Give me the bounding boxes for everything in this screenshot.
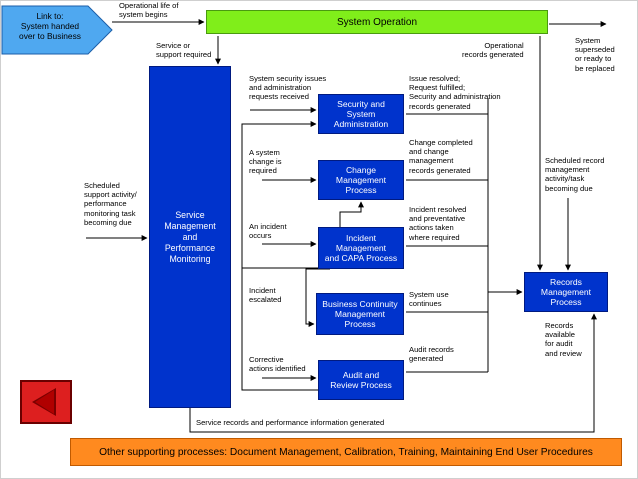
incident-management-box[interactable]: Incident Management and CAPA Process: [318, 227, 404, 269]
change-completed-label: Change completed and change management r…: [409, 138, 473, 175]
incident-resolved-label: Incident resolved and preventative actio…: [409, 205, 467, 242]
service-records-label: Service records and performance informat…: [196, 418, 385, 427]
security-admin-box[interactable]: Security and System Administration: [318, 94, 404, 134]
change-management-box[interactable]: Change Management Process: [318, 160, 404, 200]
corrective-actions-label: Corrective actions identified: [249, 355, 306, 374]
records-available-label: Records available for audit and review: [545, 321, 582, 358]
scheduled-support-label: Scheduled support activity/ performance …: [84, 181, 137, 227]
incident-escalated-label: Incident escalated: [249, 286, 282, 305]
system-operation-box[interactable]: System Operation: [206, 10, 548, 34]
lifecycle-label: Operational life of system begins: [119, 1, 179, 20]
supporting-processes-footer: Other supporting processes: Document Man…: [70, 438, 622, 466]
system-change-label: A system change is required: [249, 148, 282, 176]
scheduled-record-label: Scheduled record management activity/tas…: [545, 156, 605, 193]
superseded-label: System superseded or ready to be replace…: [575, 36, 615, 73]
security-issues-label: System security issues and administratio…: [249, 74, 327, 102]
link-box-label[interactable]: Link to: System handed over to Business: [19, 11, 81, 41]
link-box-shape: [1, 5, 113, 55]
back-arrow-icon: [32, 388, 56, 416]
audit-records-label: Audit records generated: [409, 345, 454, 364]
issue-resolved-label: Issue resolved; Request fulfilled; Secur…: [409, 74, 501, 111]
incident-occurs-label: An incident occurs: [249, 222, 287, 241]
business-continuity-box[interactable]: Business Continuity Management Process: [316, 293, 404, 335]
records-management-box[interactable]: Records Management Process: [524, 272, 608, 312]
operational-records-label: Operational records generated: [462, 41, 524, 60]
service-management-box[interactable]: Service Management and Performance Monit…: [149, 66, 231, 408]
audit-review-box[interactable]: Audit and Review Process: [318, 360, 404, 400]
service-support-label: Service or support required: [156, 41, 212, 60]
back-button[interactable]: [20, 380, 72, 424]
system-use-label: System use continues: [409, 290, 449, 309]
